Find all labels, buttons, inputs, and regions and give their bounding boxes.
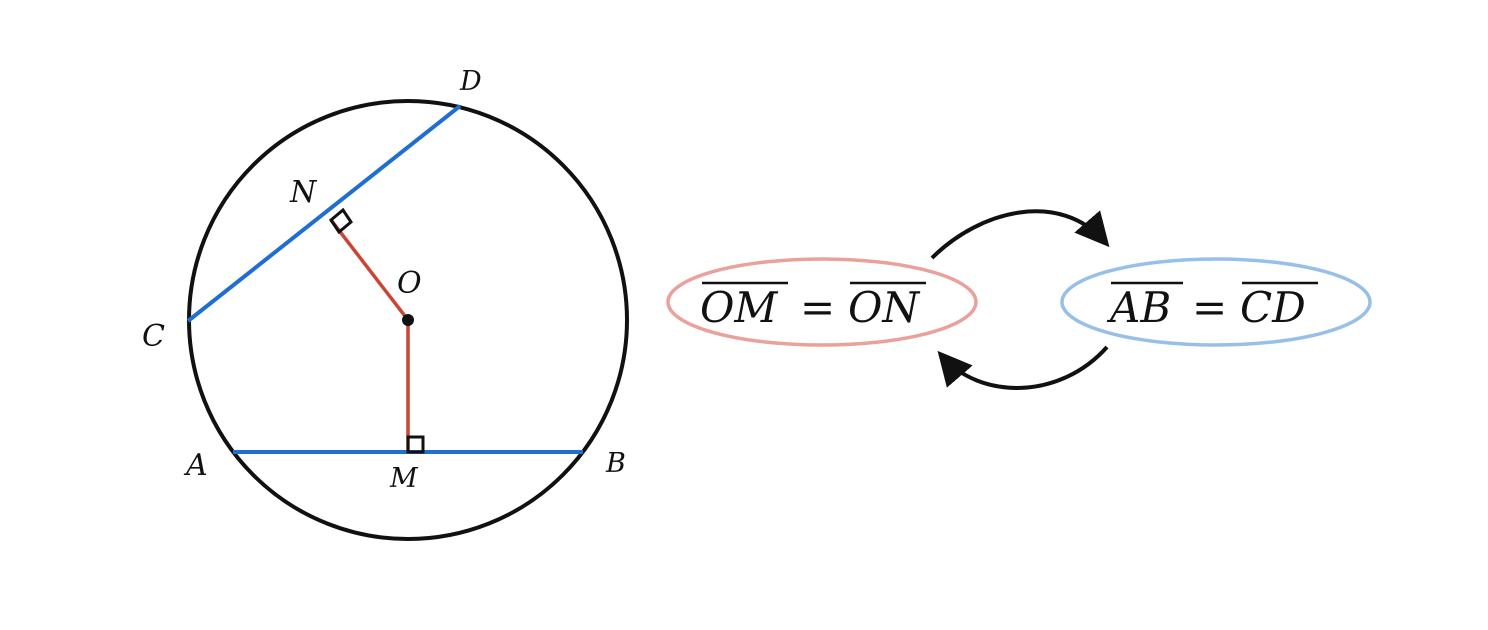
equation-equals-left: = (800, 283, 835, 332)
arrow-right-icon (930, 209, 1110, 260)
equation-om-on: OM = ON (700, 281, 926, 332)
equation-on: ON (848, 283, 920, 332)
label-d: D (459, 66, 482, 97)
label-b: B (605, 448, 626, 479)
label-o: O (397, 266, 422, 301)
right-angle-marker-m (406, 435, 425, 454)
right-angle-marker-n (329, 207, 353, 235)
equation-ab-cd: AB = CD (1106, 281, 1318, 332)
arrow-left-icon (937, 345, 1109, 390)
equation-om: OM (700, 283, 778, 332)
center-dot (402, 314, 414, 326)
segment-on (329, 218, 410, 322)
label-a: A (183, 448, 208, 483)
ellipse-ab-cd (1060, 257, 1372, 347)
ellipse-om-on (666, 257, 978, 347)
equation-cd: CD (1240, 283, 1306, 332)
equation-equals-right: = (1192, 283, 1227, 332)
equation-ab: AB (1106, 283, 1171, 332)
chord-cd (186, 104, 462, 323)
label-n: N (289, 175, 318, 210)
label-c: C (142, 319, 165, 354)
label-m: M (389, 463, 419, 494)
